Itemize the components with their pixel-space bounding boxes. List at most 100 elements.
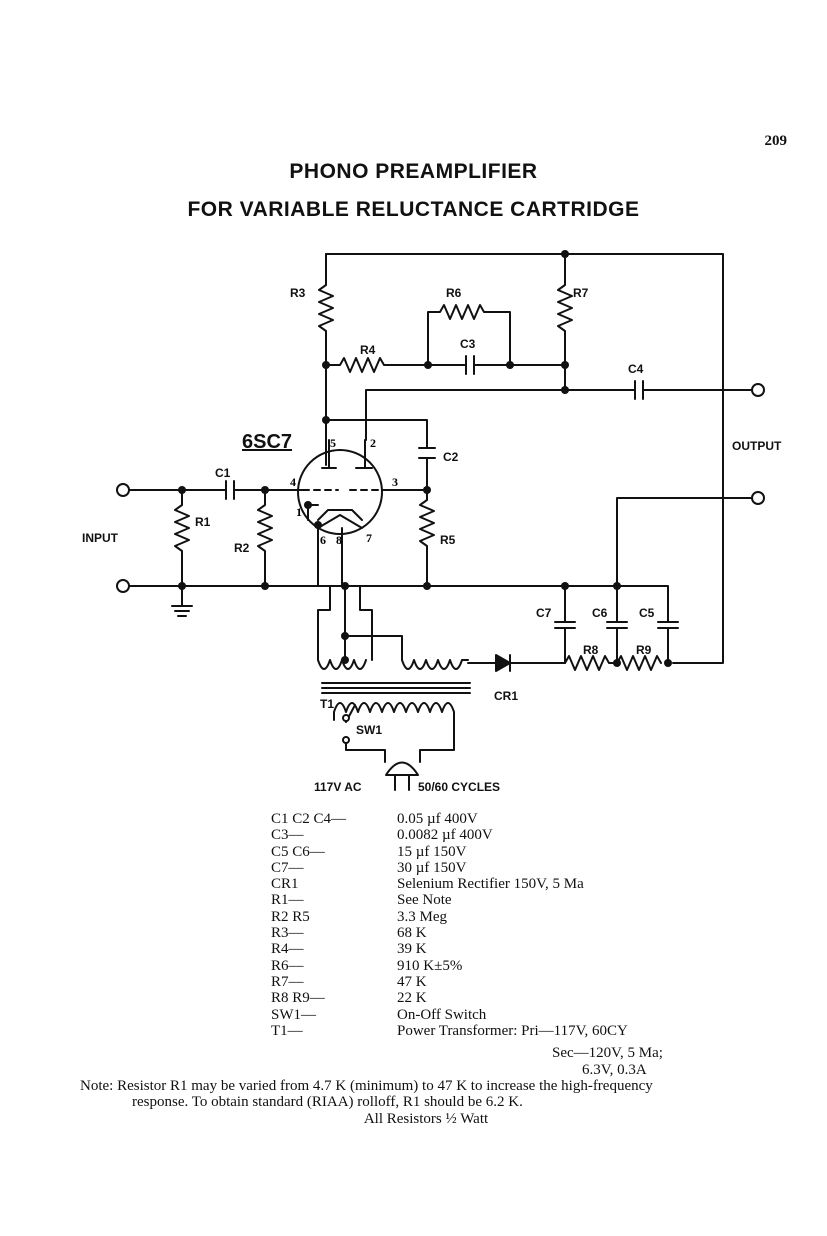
output-label: OUTPUT: [732, 439, 782, 453]
part-ref: CR1: [271, 876, 299, 893]
tube-label: 6SC7: [242, 431, 292, 453]
c2-label: C2: [443, 450, 459, 464]
r2-label: R2: [234, 541, 250, 555]
c4-capacitor: [564, 380, 753, 400]
parts-row: R4—39 K: [271, 941, 628, 957]
c3-label: C3: [460, 337, 476, 351]
part-ref: C3—: [271, 827, 304, 844]
part-ref: C1 C2 C4—: [271, 811, 347, 827]
pin-5: 5: [330, 436, 336, 450]
part-value: 3.3 Meg: [397, 908, 447, 925]
input-label: INPUT: [82, 531, 119, 545]
note-line-2: response. To obtain standard (RIAA) roll…: [132, 1094, 523, 1111]
part-ref: C7—: [271, 859, 304, 876]
part-ref: R4—: [271, 941, 304, 958]
parts-row: T1— Power Transformer: Pri—117V, 60CY: [271, 1023, 628, 1039]
r4-resistor: [325, 357, 429, 373]
input-terminal-bottom: [116, 579, 130, 593]
r7-label: R7: [573, 286, 589, 300]
part-value: 22 K: [397, 990, 427, 1007]
note-line-1: Note: Resistor R1 may be varied from 4.7…: [80, 1078, 653, 1094]
tube-6sc7: [297, 449, 383, 535]
part-value: 68 K: [397, 925, 427, 942]
part-value: 30 µf 150V: [397, 859, 467, 876]
parts-row: R6— 910 K±5%: [271, 958, 628, 974]
pin-7: 7: [366, 531, 372, 545]
r1-resistor: [174, 489, 190, 587]
part-value: On-Off Switch: [397, 1006, 487, 1023]
pin-4: 4: [290, 475, 296, 489]
part-value: 15 µf 150V: [397, 843, 467, 860]
c2-capacitor: [418, 447, 436, 459]
c4-label: C4: [628, 362, 644, 376]
part-value: Power Transformer: Pri—117V, 60CY: [397, 1022, 628, 1039]
parts-row: R3— 68 K: [271, 925, 628, 941]
cycles-label: 50/60 CYCLES: [418, 780, 500, 794]
input-terminal-top: [116, 483, 130, 497]
c5-capacitor: [657, 611, 679, 664]
parts-row: CR1 Selenium Rectifier 150V, 5 Ma: [271, 876, 628, 892]
r3-resistor: [318, 253, 334, 366]
page-title: PHONO PREAMPLIFIER: [289, 160, 538, 183]
c7-label: C7: [536, 606, 552, 620]
part-value: 47 K: [397, 973, 427, 990]
part-ref: R8 R9—: [271, 990, 325, 1007]
r7-resistor: [557, 253, 573, 391]
part-ref: R3—: [271, 925, 304, 942]
pin-3: 3: [392, 475, 398, 489]
t1-label: T1: [320, 697, 334, 711]
ground-symbol: [171, 585, 193, 617]
part-ref: R7—: [271, 973, 304, 990]
transformer-secondary-1: Sec—120V, 5 Ma;: [552, 1045, 663, 1061]
c1-label: C1: [215, 466, 231, 480]
output-terminal-bottom: [751, 491, 765, 505]
cr1-rectifier: [467, 654, 566, 672]
c5-label: C5: [639, 606, 655, 620]
parts-list: C1 C2 C4—0.05 µf 400V C3—0.0082 µf 400V …: [271, 811, 628, 1039]
part-ref: R1—: [271, 892, 304, 909]
part-value: 910 K±5%: [397, 957, 463, 974]
r6-label: R6: [446, 286, 462, 300]
r2-resistor: [257, 489, 273, 587]
t1-core: [321, 682, 471, 694]
r9-label: R9: [636, 643, 652, 657]
r6-resistor: [427, 304, 511, 366]
transformer-secondary-2: 6.3V, 0.3A: [582, 1062, 647, 1078]
page-subtitle: FOR VARIABLE RELUCTANCE CARTRIDGE: [187, 198, 640, 221]
ac-label: 117V AC: [314, 780, 362, 794]
parts-row: C1 C2 C4— 0.05 µf 400V: [271, 811, 628, 827]
parts-row: R7— 47 K: [271, 974, 628, 990]
part-value: Selenium Rectifier 150V, 5 Ma: [397, 876, 584, 893]
ac-plug: [385, 761, 419, 791]
c6-label: C6: [592, 606, 608, 620]
ground-bus: [129, 585, 669, 613]
c3-capacitor: [427, 355, 566, 375]
pin-6: 6: [320, 533, 326, 547]
part-ref: R6—: [271, 957, 304, 974]
r5-label: R5: [440, 533, 456, 547]
r8-label: R8: [583, 643, 599, 657]
part-value: See Note: [397, 892, 452, 909]
r3-label: R3: [290, 286, 306, 300]
part-ref: T1—: [271, 1022, 303, 1039]
part-value: 0.0082 µf 400V: [397, 827, 493, 844]
parts-row: C3— 0.0082 µf 400V: [271, 827, 628, 843]
part-ref: C5 C6—: [271, 843, 325, 860]
resistor-wattage-note: All Resistors ½ Watt: [363, 1111, 489, 1127]
top-rail-wire: [325, 253, 724, 664]
parts-row: C5 C6— 15 µf 150V: [271, 844, 628, 860]
part-value: 0.05 µf 400V: [397, 811, 478, 827]
t1-secondary-hv: [401, 659, 469, 670]
schematic-diagram: 6SC7 INPUT OUTPUT R3 R6 R7 R4 C3 C4 C2 C…: [82, 250, 782, 794]
pin-2: 2: [370, 436, 376, 450]
sw1-label: SW1: [356, 723, 382, 737]
parts-row: SW1— On-Off Switch: [271, 1007, 628, 1023]
r5-resistor: [387, 489, 435, 587]
c6-capacitor: [606, 585, 628, 664]
output-terminal-top: [751, 383, 765, 397]
note: Note: Resistor R1 may be varied from 4.7…: [80, 1078, 810, 1111]
part-ref: SW1—: [271, 1006, 316, 1023]
cr1-label: CR1: [494, 689, 518, 703]
pin-1: 1: [296, 505, 302, 519]
